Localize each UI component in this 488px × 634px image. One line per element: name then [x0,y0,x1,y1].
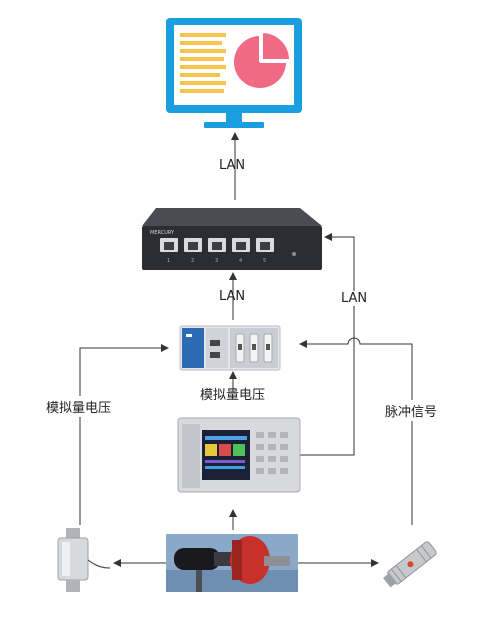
daq-chassis-icon [179,325,281,371]
switch-port-number: 3 [215,258,218,264]
analyzer-switch-line [300,233,355,456]
network-switch-icon: MERCURY 1 2 3 4 5 [142,208,322,270]
proximity-sensor-icon [383,541,437,588]
load-cell-sensor-icon [57,528,111,592]
loadcell-daq-line [79,344,169,525]
switch-brand: MERCURY [150,230,175,236]
power-led-icon [292,252,296,256]
center-signal-label: 模拟量电压 [200,388,266,403]
lan-label-analyzer: LAN [340,291,369,306]
test-rig-photo [166,534,298,592]
sensor-daq-line [299,337,413,525]
computer-monitor-icon [166,18,302,128]
switch-port-number: 4 [239,258,242,264]
switch-port-number: 2 [191,258,194,264]
left-signal-label: 模拟量电压 [46,396,112,417]
lan-label-daq: LAN [219,289,246,304]
power-analyzer-icon [177,417,301,493]
switch-port-number: 5 [263,258,266,264]
lan-label-monitor: LAN [219,158,246,173]
right-signal-label: 脉冲信号 [385,400,438,421]
switch-port-number: 1 [167,258,170,264]
